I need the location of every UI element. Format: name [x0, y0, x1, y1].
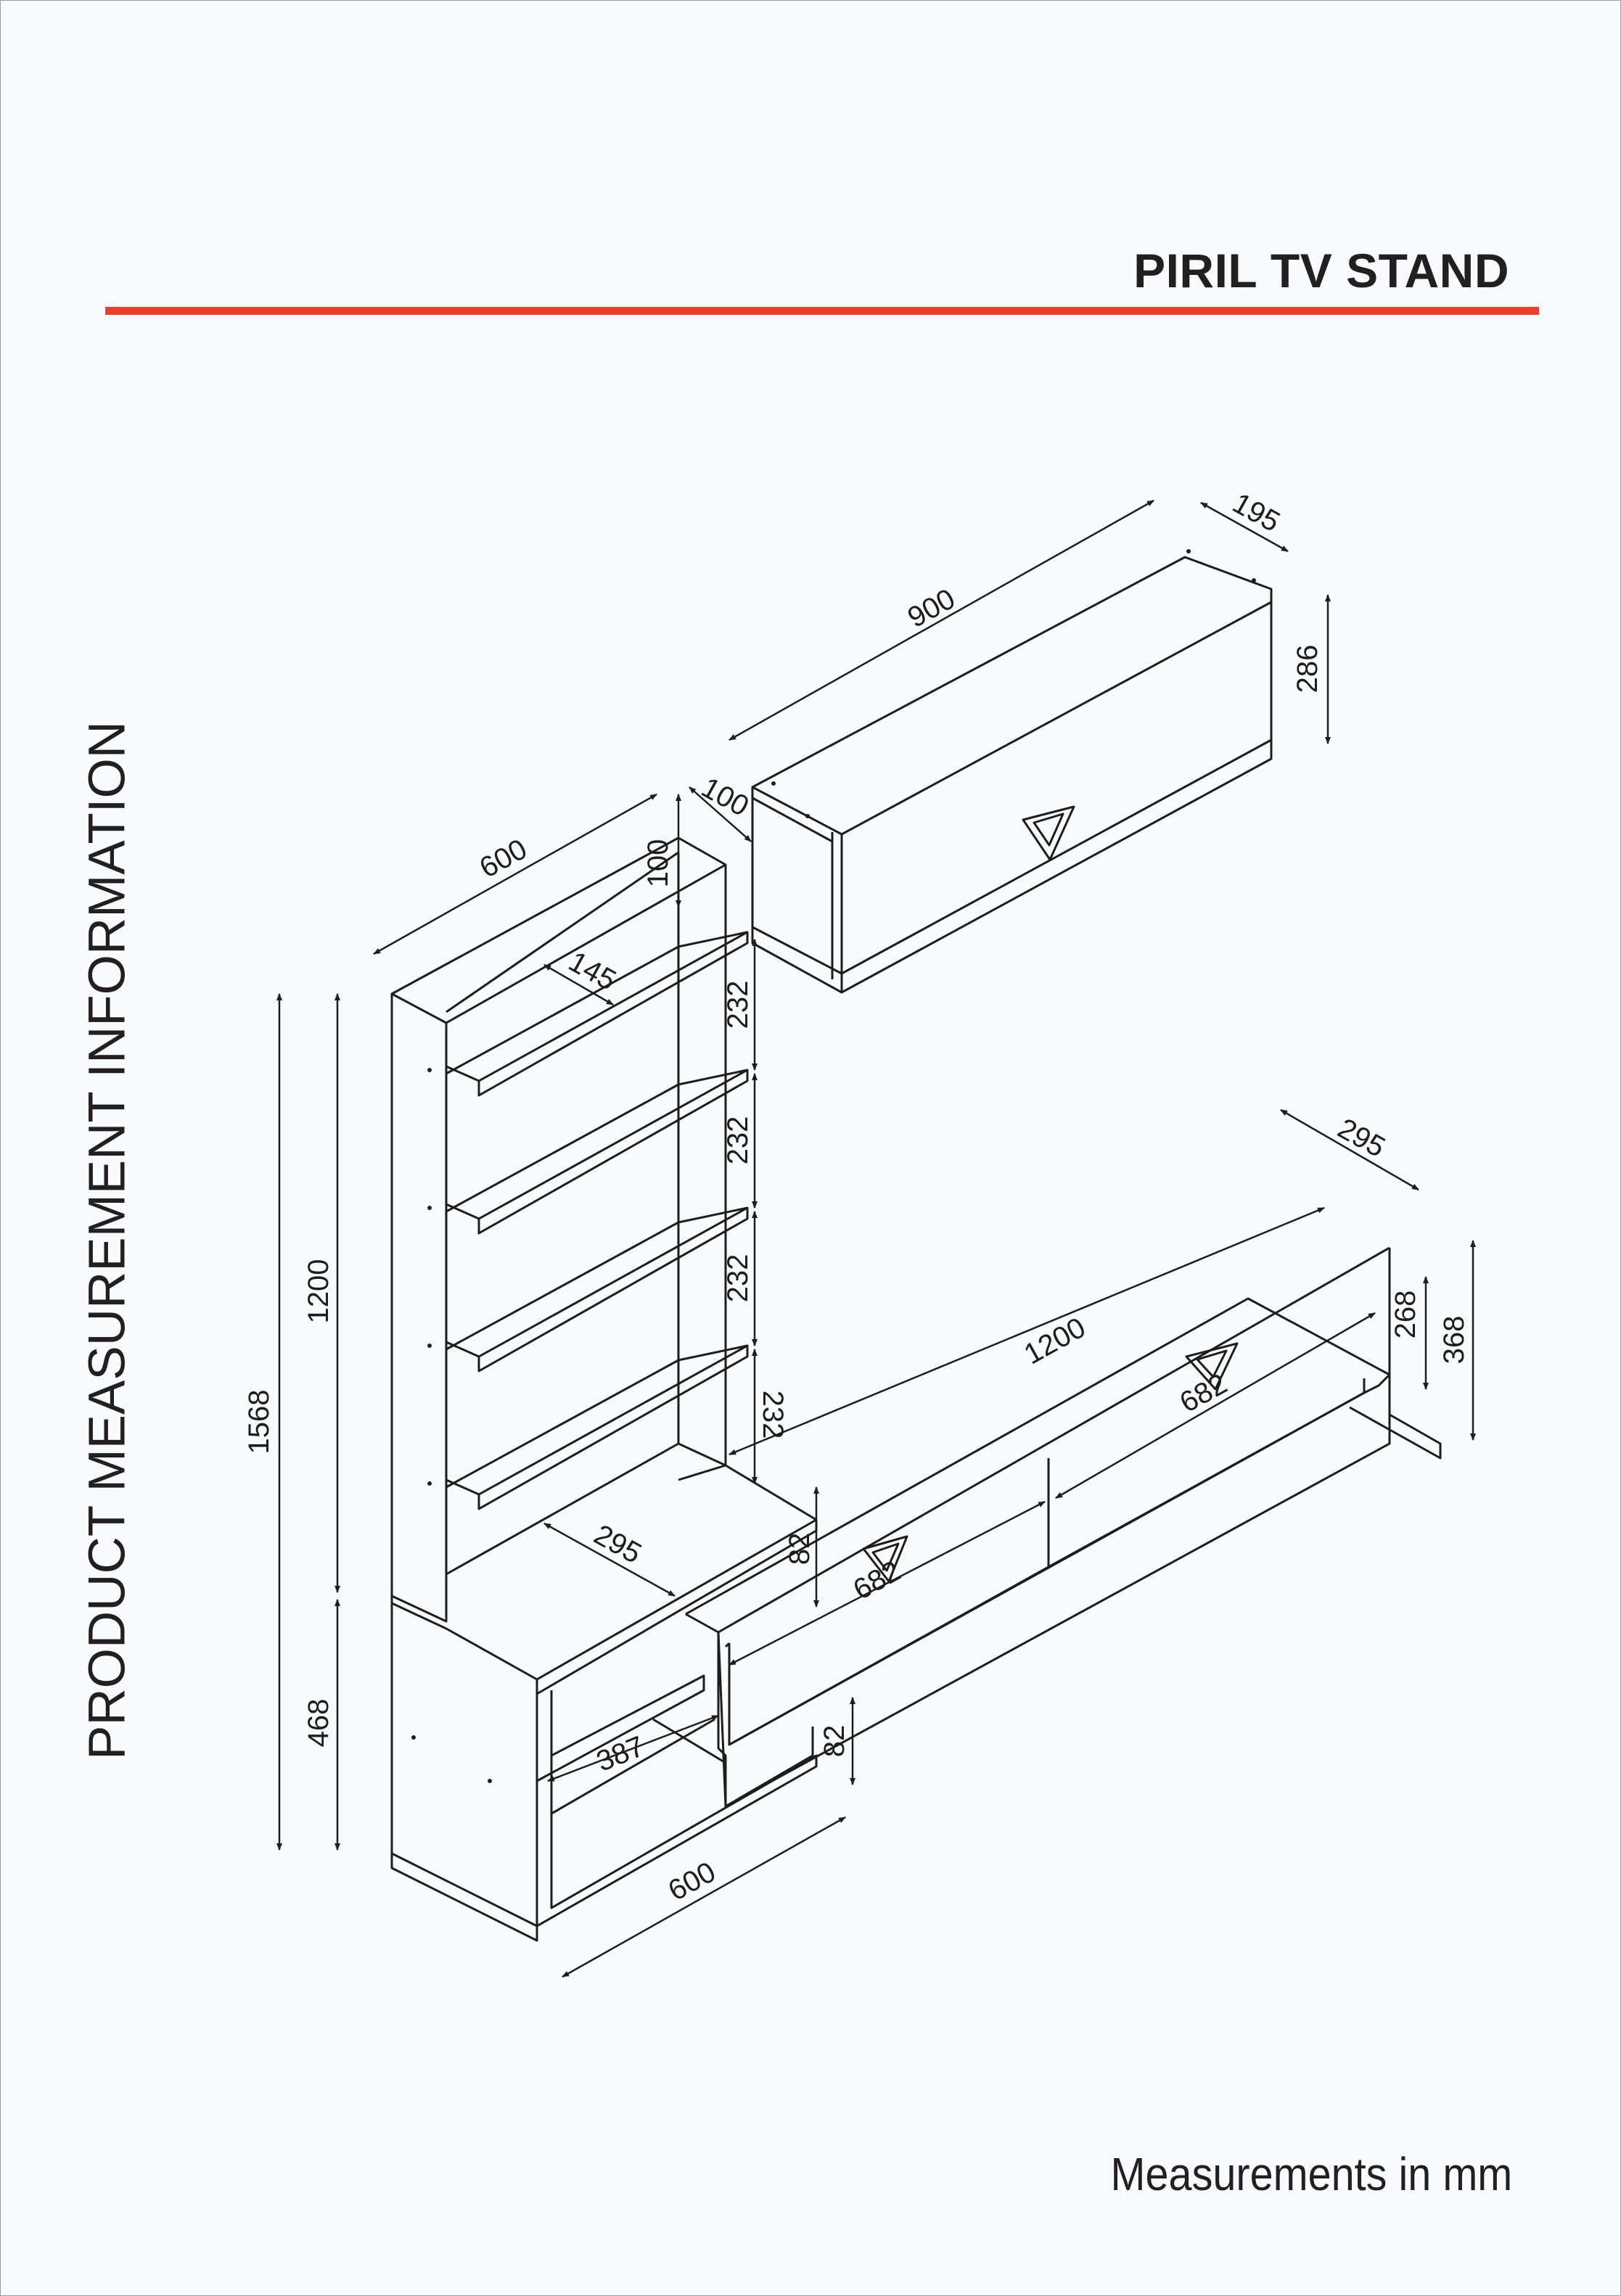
dim-desk-overhang: 82	[784, 1533, 816, 1565]
dim-tower-upper: 1200	[303, 1259, 335, 1324]
dim-shelf-depth: 145	[563, 945, 621, 997]
dim-base-width: 600	[663, 1856, 721, 1907]
page-title: PIRIL TV STAND	[1133, 244, 1509, 297]
wall-cabinet	[751, 556, 1273, 994]
dim-shelf-gap-2: 232	[722, 1116, 754, 1165]
dim-shelf-gap-3: 232	[722, 1254, 754, 1303]
dim-gap-top: 100	[642, 839, 674, 888]
title-underline	[105, 307, 1539, 315]
dim-wall-height: 286	[1292, 645, 1324, 694]
dim-gap-left: 100	[696, 771, 754, 823]
dim-tv-total-height: 368	[1438, 1316, 1470, 1365]
units-note: Measurements in mm	[1110, 2148, 1512, 2200]
dim-wall-width: 900	[903, 583, 961, 634]
dimension-labels: 900 195 286 100 100 600 145 232 232 232 …	[243, 487, 1470, 1907]
screw-dots	[411, 549, 1256, 1783]
dim-tv-drawer-height: 268	[1390, 1291, 1421, 1339]
dim-drawer-right: 682	[1175, 1367, 1233, 1419]
dim-desk-depth: 295	[588, 1518, 647, 1570]
dim-tv-depth: 295	[1332, 1112, 1390, 1164]
dim-shelf-gap-1: 232	[722, 981, 754, 1029]
dim-tower-lower: 468	[303, 1699, 335, 1748]
dim-shelf-gap-4: 232	[757, 1391, 789, 1439]
dim-tower-width: 600	[475, 833, 533, 884]
dim-total-height: 1568	[243, 1390, 275, 1454]
dimension-lines	[276, 499, 1476, 1978]
dim-base-leg: 82	[818, 1725, 850, 1758]
dim-wall-depth: 195	[1227, 487, 1285, 538]
dim-cabinet-inner: 387	[592, 1730, 649, 1778]
